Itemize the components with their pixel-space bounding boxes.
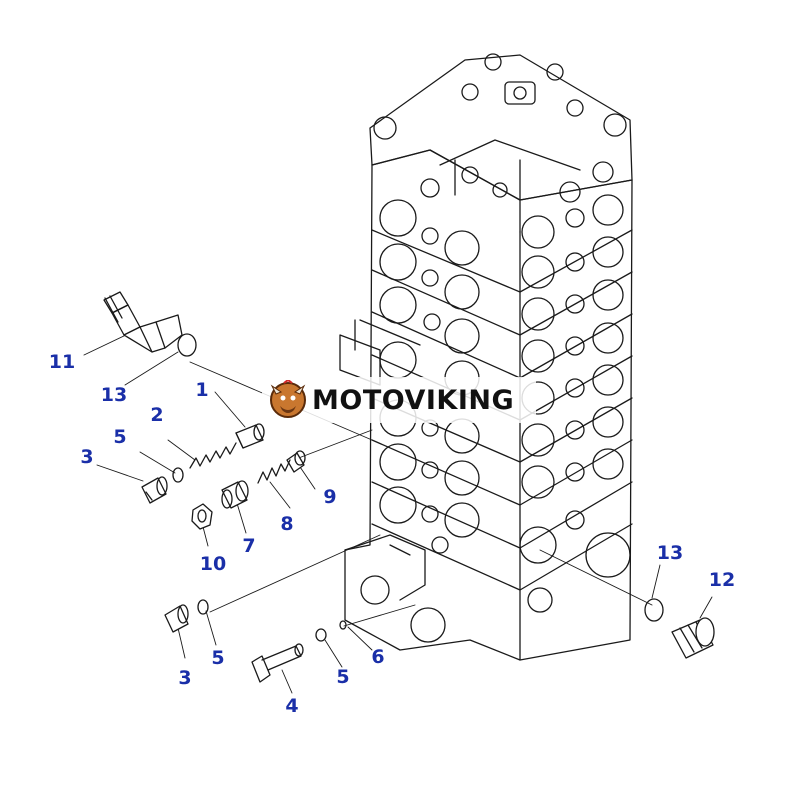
callout-5-right: 5 bbox=[336, 666, 350, 688]
plug-part-3-lower bbox=[164, 604, 189, 633]
callout-7: 7 bbox=[242, 535, 256, 557]
o-ring-part-13-upper bbox=[177, 333, 197, 357]
plunger-part-4 bbox=[251, 643, 304, 683]
ring-part-6 bbox=[339, 620, 347, 630]
callout-6: 6 bbox=[371, 646, 385, 668]
spring-part-8 bbox=[257, 459, 291, 484]
o-ring-part-5-lower bbox=[197, 599, 209, 615]
callout-5-upper: 5 bbox=[113, 426, 127, 448]
callout-3-upper: 3 bbox=[80, 446, 94, 468]
motoviking-watermark: MOTOVIKING bbox=[262, 377, 536, 423]
relief-valve-part-11 bbox=[103, 291, 183, 353]
sleeve-part-7 bbox=[221, 480, 249, 509]
o-ring-part-5-upper bbox=[172, 467, 184, 483]
callout-2: 2 bbox=[150, 404, 164, 426]
brand-name: MOTOVIKING bbox=[312, 384, 515, 416]
callout-1: 1 bbox=[195, 379, 209, 401]
viking-logo-icon bbox=[270, 380, 306, 418]
o-ring-part-13-lower bbox=[644, 598, 664, 622]
poppet-part-1 bbox=[235, 423, 265, 449]
control-valve-body bbox=[339, 53, 633, 661]
poppet-part-9 bbox=[286, 450, 306, 473]
spring-part-2 bbox=[189, 442, 237, 469]
callout-9: 9 bbox=[323, 486, 337, 508]
callout-11: 11 bbox=[48, 351, 76, 373]
callout-5-lower: 5 bbox=[211, 647, 225, 669]
callout-4: 4 bbox=[285, 695, 299, 717]
callout-13-upper: 13 bbox=[100, 384, 128, 406]
o-ring-part-5-right bbox=[315, 628, 327, 642]
callout-3-lower: 3 bbox=[178, 667, 192, 689]
callout-10: 10 bbox=[199, 553, 227, 575]
plug-part-12 bbox=[671, 617, 715, 659]
nut-part-10 bbox=[191, 503, 213, 530]
callout-13-lower: 13 bbox=[656, 542, 684, 564]
callout-12: 12 bbox=[708, 569, 736, 591]
callout-8: 8 bbox=[280, 513, 294, 535]
plug-part-3-upper bbox=[141, 476, 168, 504]
